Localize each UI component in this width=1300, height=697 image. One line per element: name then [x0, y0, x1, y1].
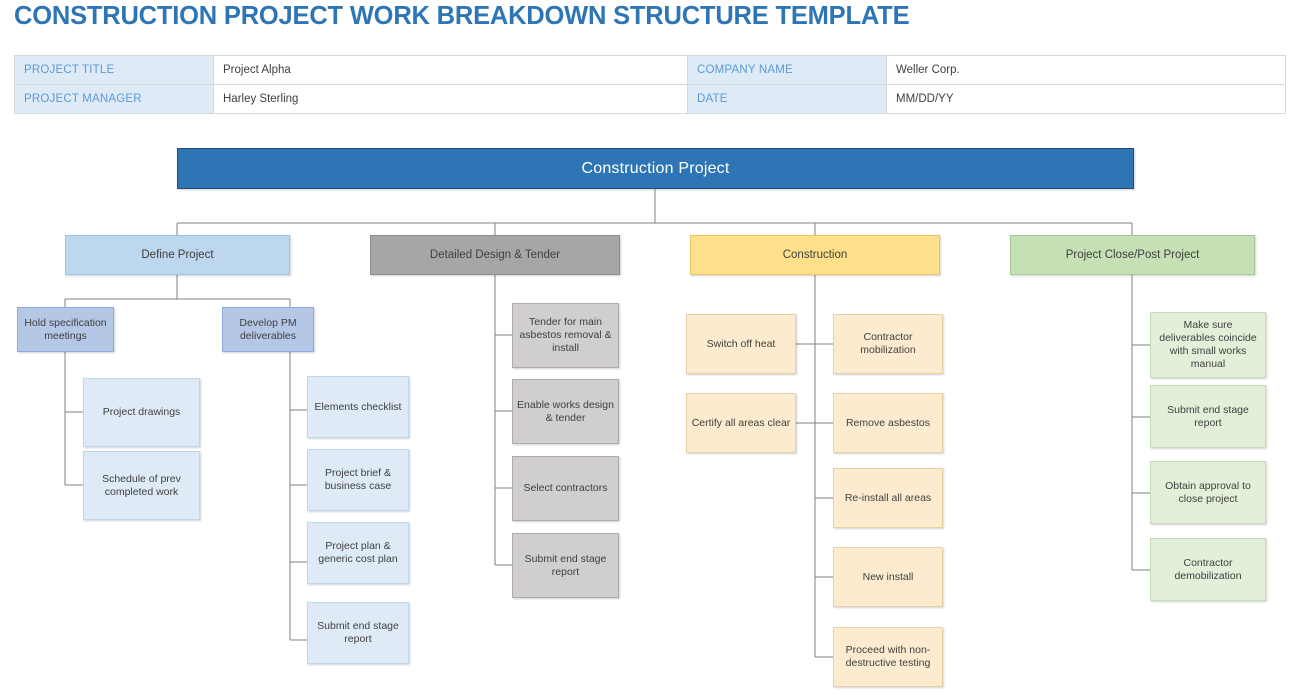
wbs-node-contractor-mobilization[interactable]: Contractor mobilization	[833, 314, 943, 374]
wbs-node-select-contractors[interactable]: Select contractors	[512, 456, 619, 521]
wbs-branch-define-project[interactable]: Define Project	[65, 235, 290, 275]
wbs-node-obtain-approval-to-close-project[interactable]: Obtain approval to close project	[1150, 461, 1266, 524]
wbs-node-certify-all-areas-clear[interactable]: Certify all areas clear	[686, 393, 796, 453]
wbs-node-tender-main-asbestos-removal[interactable]: Tender for main asbestos removal & insta…	[512, 303, 619, 368]
project-manager-label: PROJECT MANAGER	[14, 84, 214, 114]
wbs-diagram: Construction Project Define Project Deta…	[0, 140, 1300, 697]
wbs-node-enable-works-design-tender[interactable]: Enable works design & tender	[512, 379, 619, 444]
company-name-value[interactable]: Weller Corp.	[886, 55, 1286, 85]
wbs-node-remove-asbestos[interactable]: Remove asbestos	[833, 393, 943, 453]
wbs-node-switch-off-heat[interactable]: Switch off heat	[686, 314, 796, 374]
table-row: PROJECT TITLE Project Alpha COMPANY NAME…	[14, 55, 1286, 85]
wbs-node-submit-end-stage-report-close[interactable]: Submit end stage report	[1150, 385, 1266, 448]
wbs-node-submit-end-stage-report-define[interactable]: Submit end stage report	[307, 602, 409, 664]
wbs-node-new-install[interactable]: New install	[833, 547, 943, 607]
wbs-branch-detailed-design-tender[interactable]: Detailed Design & Tender	[370, 235, 620, 275]
wbs-node-hold-specification-meetings[interactable]: Hold specification meetings	[17, 307, 114, 352]
date-label: DATE	[687, 84, 887, 114]
wbs-node-project-drawings[interactable]: Project drawings	[83, 378, 200, 447]
wbs-node-make-sure-deliverables-coincide[interactable]: Make sure deliverables coincide with sma…	[1150, 312, 1266, 378]
connector-lines	[64, 189, 1150, 658]
wbs-node-contractor-demobilization[interactable]: Contractor demobilization	[1150, 538, 1266, 601]
wbs-node-schedule-of-prev-completed-work[interactable]: Schedule of prev completed work	[83, 451, 200, 520]
wbs-node-project-plan-generic-cost-plan[interactable]: Project plan & generic cost plan	[307, 522, 409, 584]
wbs-node-elements-checklist[interactable]: Elements checklist	[307, 376, 409, 438]
wbs-node-re-install-all-areas[interactable]: Re-install all areas	[833, 468, 943, 528]
wbs-node-project-brief-business-case[interactable]: Project brief & business case	[307, 449, 409, 511]
wbs-root-node[interactable]: Construction Project	[177, 148, 1134, 189]
company-name-label: COMPANY NAME	[687, 55, 887, 85]
page-title: CONSTRUCTION PROJECT WORK BREAKDOWN STRU…	[14, 2, 910, 30]
project-title-label: PROJECT TITLE	[14, 55, 214, 85]
project-manager-value[interactable]: Harley Sterling	[213, 84, 688, 114]
project-title-value[interactable]: Project Alpha	[213, 55, 688, 85]
wbs-branch-construction[interactable]: Construction	[690, 235, 940, 275]
wbs-node-proceed-non-destructive-testing[interactable]: Proceed with non-destructive testing	[833, 627, 943, 687]
project-info-table: PROJECT TITLE Project Alpha COMPANY NAME…	[14, 55, 1286, 114]
wbs-node-develop-pm-deliverables[interactable]: Develop PM deliverables	[222, 307, 314, 352]
table-row: PROJECT MANAGER Harley Sterling DATE MM/…	[14, 84, 1286, 114]
wbs-branch-project-close[interactable]: Project Close/Post Project	[1010, 235, 1255, 275]
date-value[interactable]: MM/DD/YY	[886, 84, 1286, 114]
wbs-node-submit-end-stage-report-design[interactable]: Submit end stage report	[512, 533, 619, 598]
